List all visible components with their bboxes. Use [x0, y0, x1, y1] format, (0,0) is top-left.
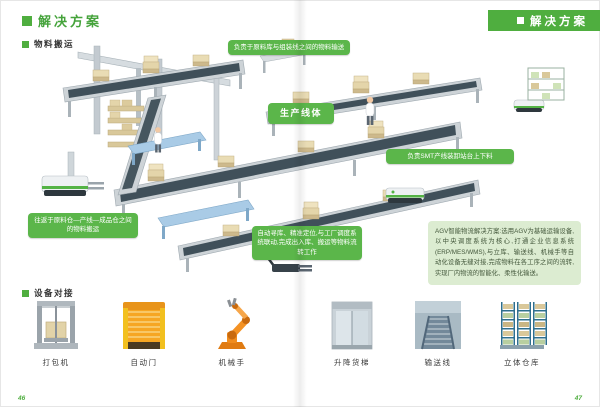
equipment-label: 打包机 [42, 358, 70, 367]
agv-robot [513, 99, 545, 112]
equipment-label: 自动门 [130, 358, 158, 367]
callout-smt-loading: 负责SMT产线装卸站台上下料 [386, 149, 514, 165]
agv-robot [385, 187, 425, 203]
left-page-header: 解决方案 [22, 11, 102, 30]
callout-agv-dispatch: 自动寻库、精准定位,与工厂调度系统联动,完成出入库、搬运等物料流转工作 [252, 226, 362, 261]
workstation-table [157, 199, 255, 239]
worker-figure [365, 96, 375, 125]
equipment-item-conveyor-line: 输送线 [402, 298, 474, 368]
equipment-item-packing-machine: 打包机 [20, 298, 92, 368]
equipment-label: 输送线 [424, 358, 452, 367]
section-bullet-square [22, 40, 29, 48]
page-title: 解决方案 [530, 15, 588, 28]
solution-description-box: AGV智能物流解决方案:选用AGV为基础运输设备,以中央调度系统为核心,打通企业… [428, 221, 581, 285]
page-title: 解决方案 [38, 14, 103, 29]
section-equipment-docking: 设备对接 [22, 287, 74, 299]
freight-elevator-icon [331, 301, 373, 350]
equipment-item-auto-door: 自动门 [108, 298, 180, 368]
equipment-label: 升降货梯 [334, 358, 370, 367]
page-number-right: 47 [574, 395, 582, 402]
equipment-label: 立体仓库 [504, 358, 540, 367]
workstation-table [127, 131, 207, 165]
header-bullet-square [22, 15, 32, 26]
equipment-item-robot-arm: 机械手 [196, 298, 268, 368]
robot-arm-icon [218, 298, 250, 349]
equipment-item-stereo-warehouse: 立体仓库 [486, 298, 558, 368]
conveyor-line-icon [415, 301, 461, 350]
header-bullet-square [517, 17, 524, 24]
equipment-item-freight-elevator: 升降货梯 [316, 298, 388, 368]
storage-shelf [527, 67, 565, 101]
stereo-warehouse-icon [500, 302, 547, 349]
callout-production-line: 生产线体 [268, 103, 335, 125]
agv-robot [41, 151, 104, 196]
worker-figure [154, 127, 162, 153]
conveyor-belt-top [62, 59, 246, 117]
callout-warehouse-shuttle: 往返于原料仓—产线—成品仓之间的物料搬运 [28, 213, 138, 238]
section-material-handling: 物料搬运 [22, 38, 74, 50]
callout-raw-material-transport: 负责于原料库与组装线之间的物料输送 [228, 40, 350, 56]
equipment-label: 机械手 [218, 358, 246, 367]
page-number-left: 46 [18, 395, 26, 402]
section-label: 物料搬运 [34, 39, 75, 49]
section-label: 设备对接 [34, 288, 75, 298]
section-bullet-square [22, 289, 29, 297]
conveyor-belt-main [113, 121, 463, 220]
pallet-rack [107, 99, 145, 148]
auto-door-icon [123, 302, 165, 349]
right-page-header-banner: 解决方案 [488, 10, 600, 31]
packing-machine-icon [34, 301, 78, 349]
